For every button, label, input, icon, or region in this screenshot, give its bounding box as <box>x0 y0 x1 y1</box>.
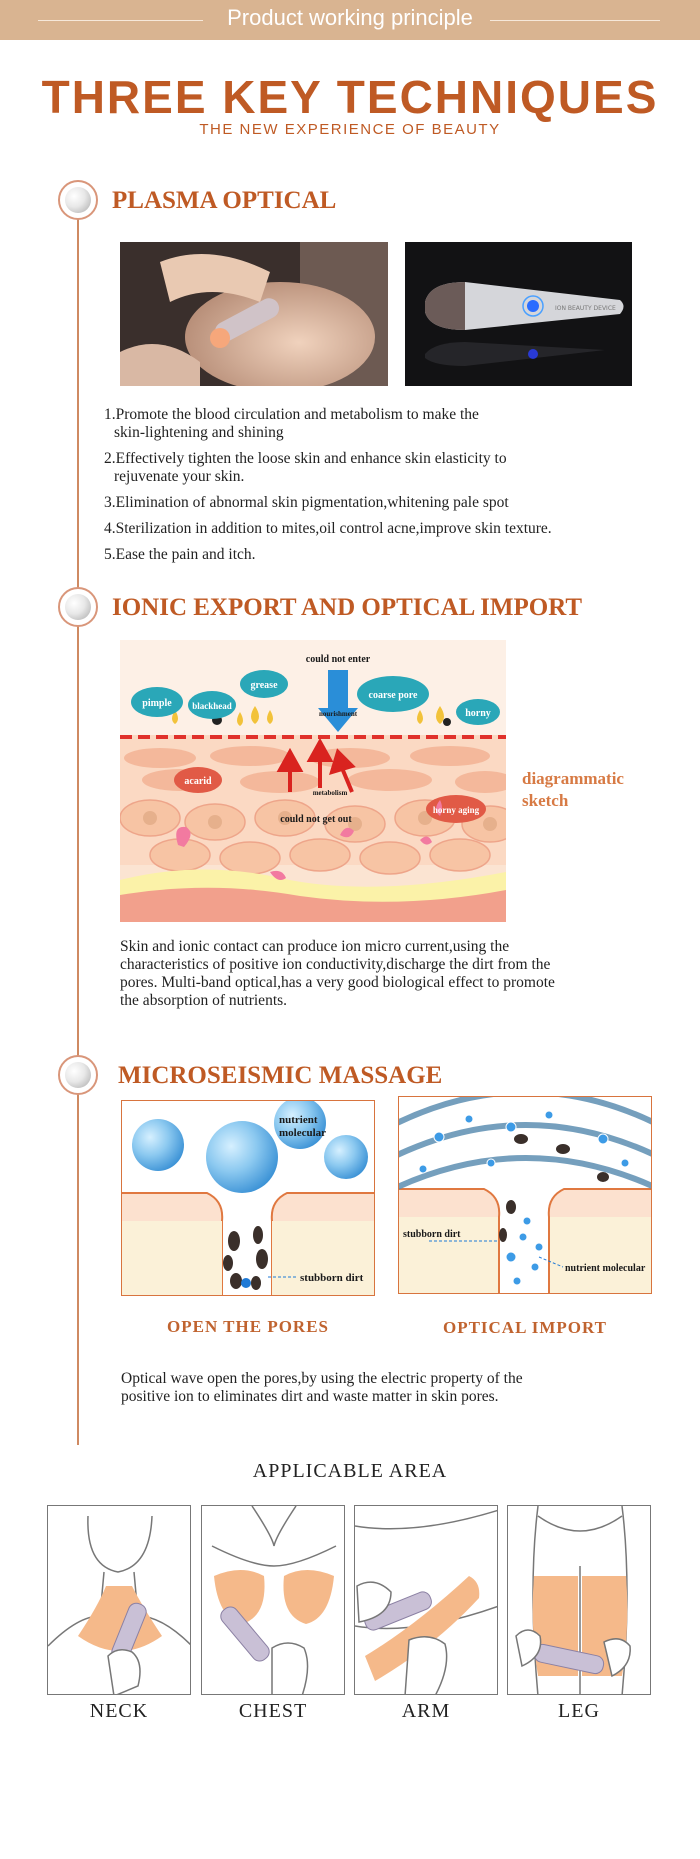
list-item: 2.Effectively tighten the loose skin and… <box>104 450 507 485</box>
timeline-line <box>77 200 79 1445</box>
area-label-chest: CHEST <box>238 1700 308 1722</box>
caption-optical-import: OPTICAL IMPORT <box>442 1318 608 1337</box>
area-card-chest <box>201 1505 345 1695</box>
svg-text:could not enter: could not enter <box>306 654 371 665</box>
svg-text:horny aging: horny aging <box>433 805 480 815</box>
ionic-description: Skin and ionic contact can produce ion m… <box>120 938 555 1009</box>
plasma-benefit-list: 1.Promote the blood circulation and meta… <box>104 406 664 572</box>
timeline-bullet-icon <box>58 180 98 220</box>
section-title-ionic: IONIC EXPORT AND OPTICAL IMPORT <box>112 594 583 621</box>
list-item: 5.Ease the pain and itch. <box>104 546 256 563</box>
section-title-plasma: PLASMA OPTICAL <box>112 187 337 214</box>
caption-open-pores: OPEN THE PORES <box>167 1317 329 1336</box>
area-label-arm: ARM <box>401 1700 451 1722</box>
applicable-area-title: APPLICABLE AREA <box>252 1460 448 1482</box>
section-title-micro: MICROSEISMIC MASSAGE <box>118 1062 443 1089</box>
device-photo: ION BEAUTY DEVICE <box>405 242 632 386</box>
area-card-leg <box>507 1505 651 1695</box>
page-subtitle: THE NEW EXPERIENCE OF BEAUTY <box>199 121 501 138</box>
banner-rule-left <box>38 20 203 21</box>
svg-text:acarid: acarid <box>184 776 212 787</box>
svg-text:horny: horny <box>465 708 491 719</box>
svg-text:could not get out: could not get out <box>280 814 352 825</box>
area-label-leg: LEG <box>558 1700 600 1722</box>
svg-text:molecular: molecular <box>279 1127 326 1139</box>
banner-rule-right <box>490 20 660 21</box>
list-item: 3.Elimination of abnormal skin pigmentat… <box>104 494 509 511</box>
treatment-photo <box>120 242 388 386</box>
svg-text:stubborn dirt: stubborn dirt <box>300 1272 364 1284</box>
svg-text:grease: grease <box>250 680 278 691</box>
optical-import-diagram: stubborn dirt nutrient molecular <box>398 1096 652 1294</box>
svg-text:blackhead: blackhead <box>192 701 232 711</box>
list-item: 1.Promote the blood circulation and meta… <box>104 406 479 441</box>
micro-description: Optical wave open the pores,by using the… <box>121 1370 523 1405</box>
diagram-caption: diagrammatic sketch <box>522 769 624 810</box>
banner-text: Product working principle <box>227 5 473 30</box>
svg-text:ION BEAUTY DEVICE: ION BEAUTY DEVICE <box>555 305 616 312</box>
svg-text:pimple: pimple <box>142 698 172 709</box>
svg-text:nutrient molecular: nutrient molecular <box>565 1263 646 1274</box>
list-item: 4.Sterilization in addition to mites,oil… <box>104 520 552 537</box>
area-card-arm <box>354 1505 498 1695</box>
svg-text:coarse pore: coarse pore <box>369 690 419 701</box>
skin-diagram: could not enter nourishment pimple black… <box>120 640 506 922</box>
svg-text:nourishment: nourishment <box>319 710 358 718</box>
svg-text:metabolism: metabolism <box>313 789 348 797</box>
header-banner: Product working principle <box>0 0 700 40</box>
svg-text:stubborn dirt: stubborn dirt <box>403 1229 461 1240</box>
open-pores-diagram: nutrient molecular stubborn dirt <box>121 1100 375 1296</box>
timeline-bullet-icon <box>58 587 98 627</box>
area-card-neck <box>47 1505 191 1695</box>
timeline-bullet-icon <box>58 1055 98 1095</box>
svg-text:nutrient: nutrient <box>279 1114 318 1126</box>
area-label-neck: NECK <box>89 1700 149 1722</box>
page-title: THREE KEY TECHNIQUES <box>41 71 659 123</box>
